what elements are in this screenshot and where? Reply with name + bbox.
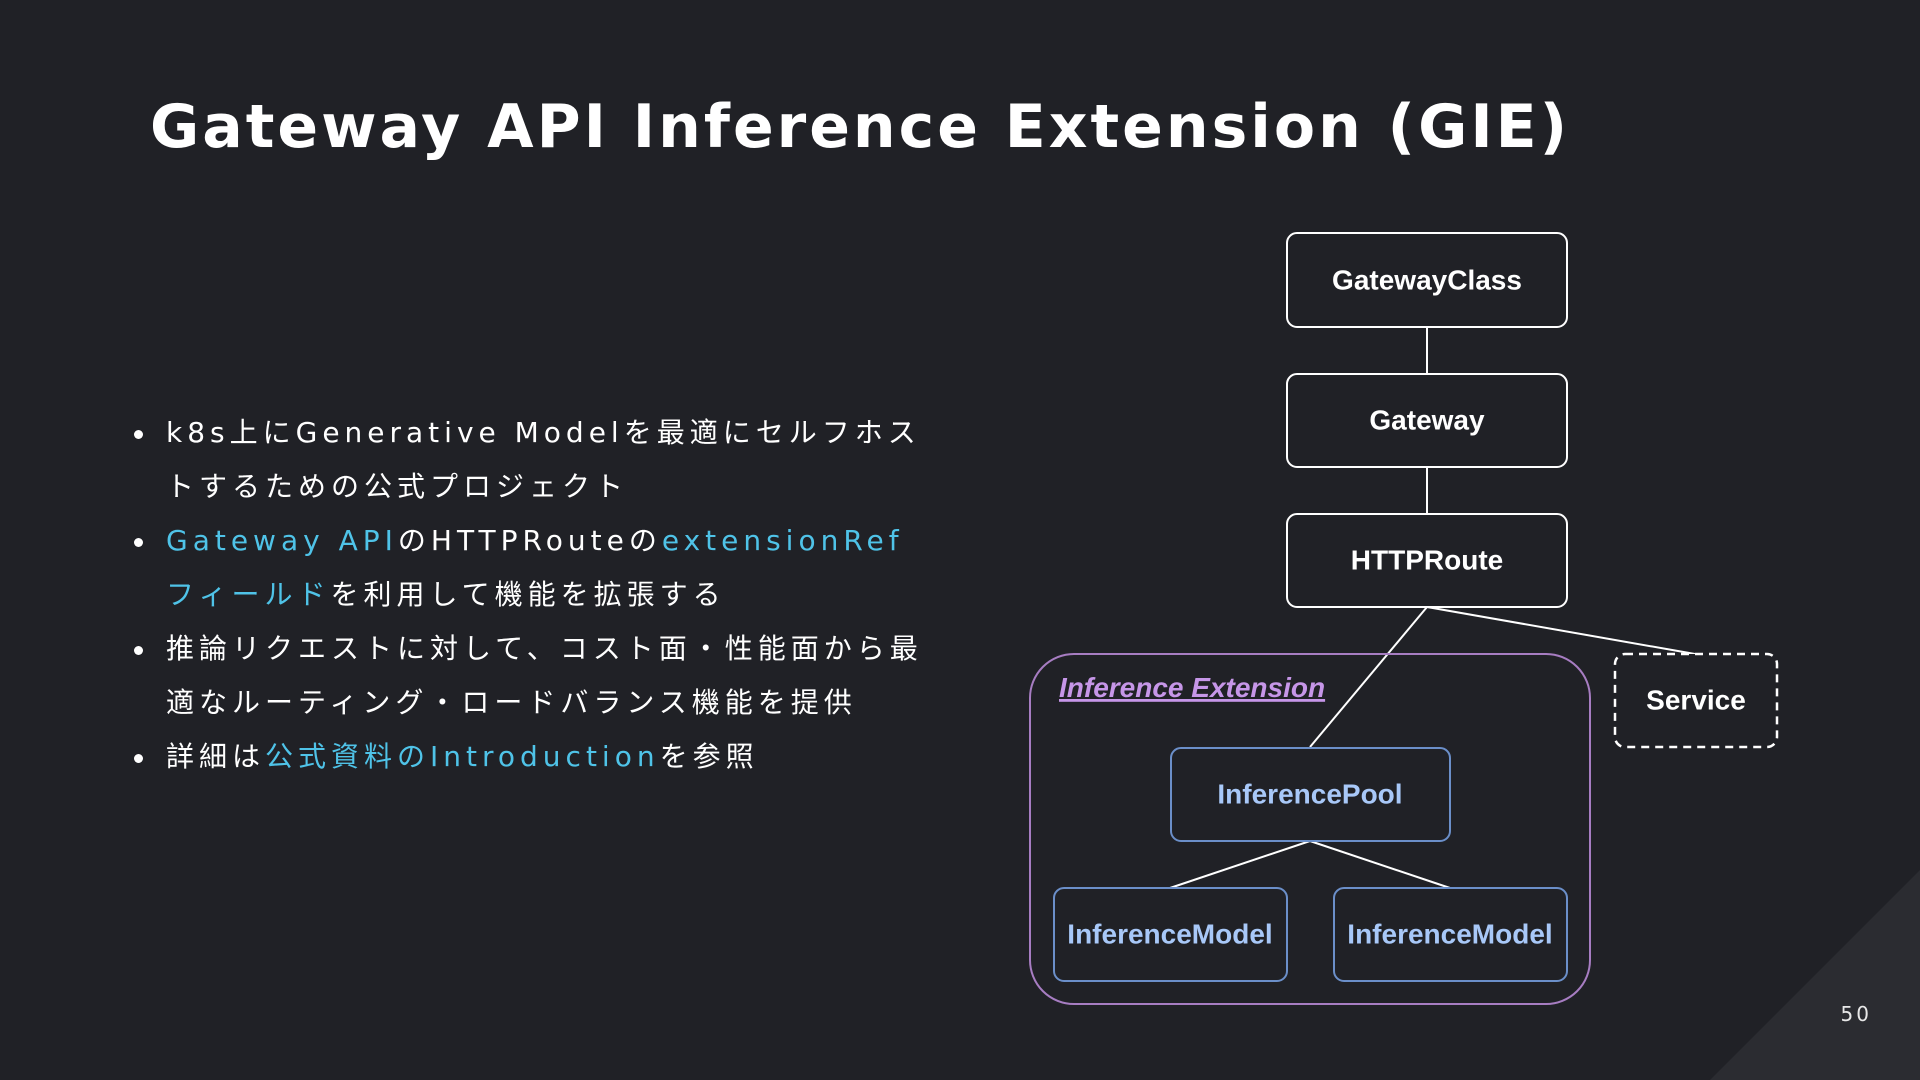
bullet-item: k8s上にGenerative Modelを最適にセルフホストするための公式プロ… (130, 406, 930, 514)
edge-httproute-service (1426, 606, 1696, 655)
inferencemodel-label-2: InferenceModel (1347, 919, 1552, 950)
service-label: Service (1646, 685, 1746, 716)
bullet-item: 詳細は公式資料のIntroductionを参照 (130, 730, 930, 784)
bullet-text: を利用して機能を拡張する (330, 578, 726, 611)
slide-title: Gateway API Inference Extension (GIE) (150, 92, 1571, 162)
httproute-label: HTTPRoute (1351, 545, 1503, 576)
inference-extension-label: Inference Extension (1059, 672, 1325, 703)
bullet-item: Gateway APIのHTTPRouteのextensionRefフィールドを… (130, 514, 930, 622)
inferencemodel-label-1: InferenceModel (1067, 919, 1272, 950)
inferencemodel-node-2 (1333, 887, 1568, 982)
gateway-node (1286, 373, 1568, 468)
edge-pool-model-2 (1309, 840, 1451, 889)
extensionref-link[interactable]: extensionRefフィールド (166, 524, 904, 611)
bullet-text: 詳細は (166, 740, 266, 773)
httproute-node (1286, 513, 1568, 608)
inferencemodel-node-1 (1053, 887, 1288, 982)
gateway-label: Gateway (1369, 405, 1485, 436)
edge-httproute-inferencepool (1309, 606, 1428, 748)
bullet-list: k8s上にGenerative Modelを最適にセルフホストするための公式プロ… (130, 406, 930, 784)
introduction-link[interactable]: 公式資料のIntroduction (265, 740, 660, 773)
inference-extension-group (1029, 653, 1591, 1005)
bullet-text: 推論リクエストに対して、コスト面・性能面から最適なルーティング・ロードバランス機… (166, 632, 923, 719)
page-number: 50 (1840, 1002, 1872, 1026)
bullet-text: k8s上にGenerative Modelを最適にセルフホストするための公式プロ… (166, 416, 921, 503)
edge-pool-model-1 (1169, 840, 1311, 889)
inferencepool-node (1170, 747, 1451, 842)
gateway-api-link[interactable]: Gateway API (166, 524, 398, 557)
gatewayclass-node (1286, 232, 1568, 328)
gatewayclass-label: GatewayClass (1332, 265, 1522, 296)
service-node (1613, 652, 1779, 749)
corner-decoration (1710, 870, 1920, 1080)
bullet-text: のHTTPRouteの (397, 524, 662, 557)
bullet-item: 推論リクエストに対して、コスト面・性能面から最適なルーティング・ロードバランス機… (130, 622, 930, 730)
inferencepool-label: InferencePool (1217, 779, 1402, 810)
bullet-text: を参照 (659, 740, 759, 773)
